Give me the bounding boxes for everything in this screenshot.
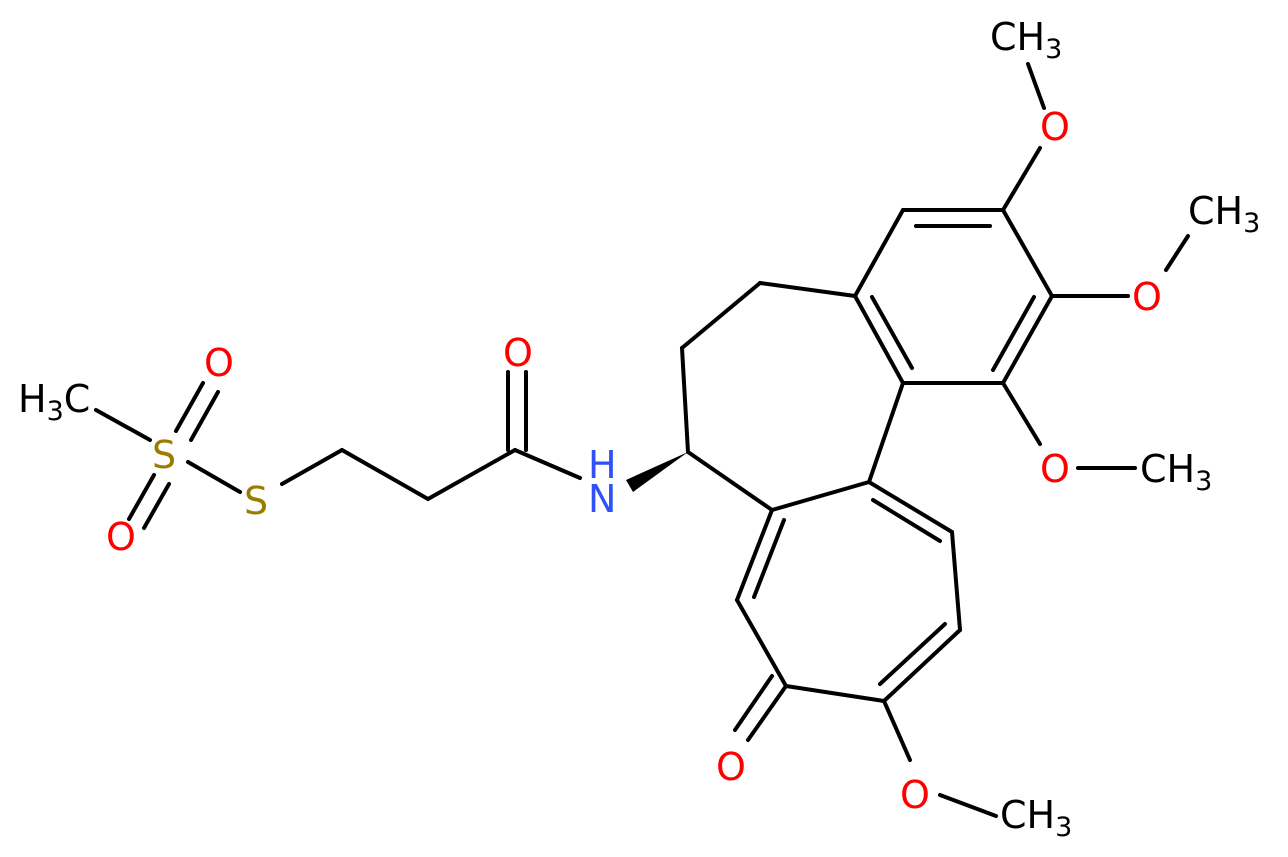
bond-c-6 xyxy=(735,508,774,602)
bond-ar-3-inner xyxy=(991,295,1036,372)
bond-c-1 xyxy=(867,480,954,534)
s-thio-label: S xyxy=(244,479,268,523)
bond-c-3-inner xyxy=(878,622,947,686)
ch3-top-sub: 3 xyxy=(1045,34,1062,65)
bond-chain-1 xyxy=(426,448,517,501)
bond-ar-5-inner xyxy=(870,295,914,370)
bond-c-o-bottom xyxy=(882,699,912,762)
bond-o-ch3-top xyxy=(1026,62,1046,110)
ch3-right-main: CH xyxy=(1140,447,1195,491)
o-mid-label: O xyxy=(1132,275,1162,319)
bond-c-4 xyxy=(784,684,886,703)
ch3-mid-label: CH3 xyxy=(1188,189,1260,239)
bond-so-top-1 xyxy=(174,381,205,433)
bond-so-top-2 xyxy=(189,390,220,442)
bond-c-3 xyxy=(882,628,962,703)
bond-chain-3 xyxy=(280,448,344,486)
ch3-bottom-sub: 3 xyxy=(1055,812,1072,843)
ch3-top-main: CH xyxy=(990,15,1045,59)
n-label: N xyxy=(588,477,616,521)
bond-c-6-inner xyxy=(752,518,786,599)
bond-s-s xyxy=(186,460,242,494)
bond-o-ch3-mid xyxy=(1164,234,1190,272)
h3c-left-sub: 3 xyxy=(47,396,64,427)
o-sulfonyl-top-label: O xyxy=(204,341,234,385)
bond-c-2 xyxy=(950,530,962,632)
h3c-left-label: H3C xyxy=(18,377,90,427)
bond-b-1 xyxy=(758,281,857,298)
bond-b-4 xyxy=(686,450,774,512)
ch3-mid-sub: 3 xyxy=(1243,208,1260,239)
bond-ketone-2 xyxy=(733,674,774,732)
o-sulfonyl-bottom-label: O xyxy=(106,515,136,559)
ch3-bottom-main: CH xyxy=(1000,793,1055,837)
bond-ar-6 xyxy=(853,208,905,298)
ch3-right-label: CH3 xyxy=(1140,447,1212,497)
o-amide-label: O xyxy=(503,331,533,375)
bond-n-c xyxy=(513,448,582,480)
bond-ar-3 xyxy=(1001,294,1054,385)
bond-c-5 xyxy=(735,598,788,688)
bond-b-3 xyxy=(680,346,690,454)
ch3-mid-main: CH xyxy=(1188,189,1243,233)
h3c-left-post: C xyxy=(64,377,91,421)
bond-c-1-inner xyxy=(871,498,942,543)
ch3-top-label: CH3 xyxy=(990,15,1062,65)
o-ketone-label: O xyxy=(716,745,746,789)
bond-s-ch3 xyxy=(94,408,152,442)
bond-so-bottom-1 xyxy=(127,473,156,521)
bond-ketone-1 xyxy=(746,684,788,742)
s-sulfonyl-label: S xyxy=(152,433,176,477)
bond-c-o-top xyxy=(1001,146,1042,212)
bond-so-bottom-2 xyxy=(142,482,171,530)
o-bottom-label: O xyxy=(900,773,930,817)
bond-ar-2 xyxy=(1001,208,1054,298)
stereo-wedge xyxy=(626,452,688,492)
bond-o-ch3-bottom xyxy=(938,793,998,818)
bond-b-6 xyxy=(770,480,871,512)
bond-ar-5 xyxy=(853,294,905,385)
bond-chain-2 xyxy=(340,448,430,501)
bond-b-2 xyxy=(680,281,762,350)
bond-biaryl xyxy=(867,381,905,484)
nh-h-label: H xyxy=(588,443,617,487)
h3c-left-pre: H xyxy=(18,377,47,421)
o-right-label: O xyxy=(1040,447,1070,491)
ch3-bottom-label: CH3 xyxy=(1000,793,1072,843)
o-top-label: O xyxy=(1040,105,1070,149)
ch3-right-sub: 3 xyxy=(1195,466,1212,497)
bond-c-o-right xyxy=(1001,381,1042,446)
